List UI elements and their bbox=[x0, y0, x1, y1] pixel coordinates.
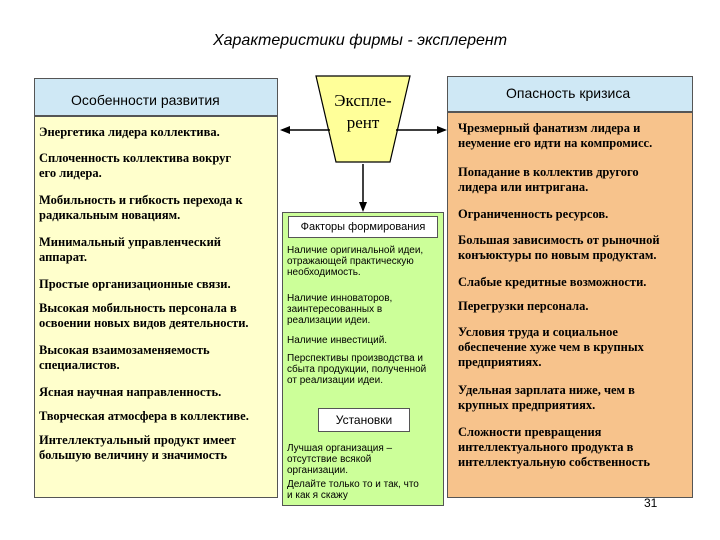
left-column-header: Особенности развития bbox=[34, 78, 278, 116]
right-header-label: Опасность кризиса bbox=[506, 85, 631, 101]
right-item: Большая зависимость от рыночной конъюкту… bbox=[458, 233, 660, 262]
right-item: Попадание в коллектив другого лидера или… bbox=[458, 165, 639, 194]
setting-item: Лучшая организация – отсутствие всякой о… bbox=[287, 443, 393, 476]
settings-header: Установки bbox=[318, 408, 410, 432]
left-item: Простые организационные связи. bbox=[39, 277, 231, 291]
left-column-body: Энергетика лидера коллектива. Сплоченнос… bbox=[34, 116, 278, 498]
setting-item: Делайте только то и так, что и как я ска… bbox=[287, 479, 419, 501]
left-item: Мобильность и гибкость перехода к радика… bbox=[39, 193, 243, 222]
right-item: Чрезмерный фанатизм лидера и неумение ег… bbox=[458, 121, 653, 150]
left-item: Энергетика лидера коллектива. bbox=[39, 125, 220, 139]
factor-item: Наличие инноваторов, заинтересованных в … bbox=[287, 293, 393, 326]
factor-item: Наличие оригинальной идеи, отражающей пр… bbox=[287, 245, 424, 278]
right-item: Условия труда и социальное обеспечение х… bbox=[458, 325, 644, 369]
page-number: 31 bbox=[644, 496, 658, 510]
left-item: Творческая атмосфера в коллективе. bbox=[39, 409, 249, 423]
right-item: Перегрузки персонала. bbox=[458, 299, 589, 313]
factors-header: Факторы формирования bbox=[288, 216, 438, 238]
page-title: Характеристики фирмы - эксплерент bbox=[212, 32, 508, 49]
right-column-header: Опасность кризиса bbox=[447, 76, 693, 112]
factor-item: Перспективы производства и сбыта продукц… bbox=[287, 353, 427, 386]
left-item: Интеллектуальный продукт имеет большую в… bbox=[39, 433, 236, 462]
exploerent-trapezoid bbox=[315, 75, 411, 163]
right-column-body: Чрезмерный фанатизм лидера и неумение ег… bbox=[447, 112, 693, 498]
left-item: Высокая взаимозаменяемость специалистов. bbox=[39, 343, 210, 372]
exploerent-label: Экспле- рент bbox=[334, 91, 392, 132]
factor-item: Наличие инвестиций. bbox=[287, 335, 388, 346]
right-item: Удельная зарплата ниже, чем в крупных пр… bbox=[458, 383, 635, 412]
left-item: Ясная научная направленность. bbox=[39, 385, 222, 399]
left-item: Сплоченность коллектива вокруг его лидер… bbox=[39, 151, 232, 180]
left-item: Минимальный управленческий аппарат. bbox=[39, 235, 222, 264]
left-item: Высокая мобильность персонала в освоении… bbox=[39, 301, 249, 330]
left-header-label: Особенности развития bbox=[71, 92, 220, 108]
center-column-body: Наличие оригинальной идеи, отражающей пр… bbox=[282, 212, 444, 506]
right-item: Ограниченность ресурсов. bbox=[458, 207, 609, 221]
right-item: Сложности превращения интеллектуального … bbox=[458, 425, 651, 469]
right-item: Слабые кредитные возможности. bbox=[458, 275, 647, 289]
